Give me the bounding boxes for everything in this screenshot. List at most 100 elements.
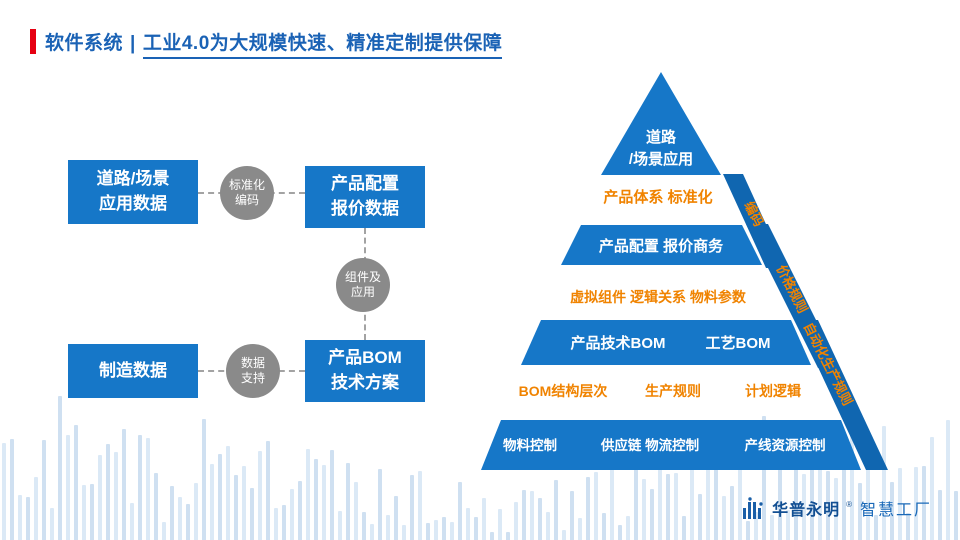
band-label-bom-structure: BOM结构层次 [519, 383, 608, 399]
decorative-bar [874, 515, 878, 540]
decorative-bar [130, 503, 134, 540]
decorative-bar [210, 464, 214, 540]
decorative-bar [914, 467, 918, 540]
decorative-bar [98, 455, 102, 540]
decorative-bar [890, 482, 894, 540]
flow-circle-line: 数据 [240, 356, 265, 370]
decorative-bar [50, 508, 54, 540]
flow-circle-line: 组件及 [344, 270, 381, 284]
decorative-bar [906, 513, 910, 540]
flow-box-line: 产品配置 [331, 174, 399, 194]
decorative-bar [850, 402, 854, 540]
flow-circle-standard-coding: 标准化 编码 [220, 166, 274, 220]
decorative-bar [690, 457, 694, 540]
flow-circle-line: 标准化 [228, 178, 265, 192]
decorative-bar [826, 471, 830, 540]
flow-box-product-bom: 产品BOM 技术方案 [305, 340, 425, 402]
decorative-bar [810, 448, 814, 540]
decorative-bar [530, 491, 534, 540]
decorative-bar [426, 523, 430, 540]
flow-box-line: 应用数据 [99, 194, 167, 213]
decorative-bar [306, 449, 310, 540]
decorative-bar [186, 504, 190, 540]
decorative-bar [706, 445, 710, 540]
decorative-bar [882, 426, 886, 540]
pyramid-diagram: 道路 /场景应用 产品体系 标准化 产品配置 报价商务 虚拟组件 逻辑关系 物料… [481, 72, 888, 470]
decorative-bar [82, 485, 86, 540]
decorative-bar [538, 498, 542, 540]
tier4-label-material-control: 物料控制 [503, 437, 557, 453]
decorative-bar [162, 522, 166, 540]
decorative-bar [834, 478, 838, 540]
title-divider: | [130, 33, 136, 54]
decorative-bar [746, 521, 750, 540]
tier3-label-tech-bom: 产品技术BOM [571, 334, 666, 352]
pyramid-tier-3 [521, 320, 811, 365]
decorative-bar [682, 516, 686, 540]
decorative-bar [586, 477, 590, 540]
decorative-bar [34, 477, 38, 540]
decorative-bar [762, 416, 766, 540]
band-label-production-rules: 生产规则 [645, 383, 701, 399]
decorative-bar [106, 444, 110, 540]
flow-box-line: 报价数据 [331, 199, 399, 218]
decorative-bar [650, 489, 654, 540]
decorative-bar [394, 496, 398, 540]
decorative-bar [170, 486, 174, 540]
decorative-bar [658, 438, 662, 540]
decorative-bar [802, 474, 806, 540]
decorative-bar [506, 532, 510, 540]
pyramid-apex [601, 72, 721, 175]
decorative-bar [666, 474, 670, 540]
logo-registered-mark: ® [846, 499, 852, 509]
decorative-bar [370, 524, 374, 540]
decorative-bar [146, 438, 150, 540]
decorative-bar [938, 490, 942, 540]
decorative-bar [642, 479, 646, 540]
decorative-bar [274, 508, 278, 540]
pyramid-fin-auto-production-rules [796, 320, 888, 470]
decorative-bar [458, 482, 462, 540]
decorative-bar [770, 515, 774, 540]
decorative-bar [410, 475, 414, 540]
decorative-bar [842, 432, 846, 540]
waveform-bars [0, 375, 960, 540]
decorative-bar [722, 496, 726, 540]
decorative-bar [818, 450, 822, 540]
decorative-bar [322, 465, 326, 540]
decorative-bar [730, 486, 734, 540]
band-label-product-system: 产品体系 标准化 [603, 188, 712, 206]
decorative-bar [562, 530, 566, 540]
decorative-bar [42, 440, 46, 540]
decorative-bar [298, 481, 302, 540]
title-section: 软件系统 [45, 33, 124, 54]
flow-box-line: 制造数据 [99, 360, 167, 380]
title-accent-bar [30, 29, 36, 54]
flow-box-road-data: 道路/场景 应用数据 [68, 160, 198, 224]
page-title: 软件系统|工业4.0为大规模快速、精准定制提供保障 [45, 28, 503, 59]
flow-circle-data-support: 数据 支持 [226, 344, 280, 398]
decorative-bar [354, 482, 358, 540]
flow-box-line: 技术方案 [331, 373, 399, 392]
decorative-bar [450, 522, 454, 540]
decorative-bar [778, 431, 782, 540]
decorative-bar [26, 497, 30, 540]
decorative-bar [594, 472, 598, 540]
decorative-bar [858, 483, 862, 540]
decorative-bar [386, 515, 390, 540]
decorative-bar [738, 454, 742, 540]
decorative-bar [178, 497, 182, 540]
decorative-bar [754, 512, 758, 540]
decorative-bar [930, 437, 934, 540]
decorative-bar [946, 420, 950, 540]
decorative-bar [202, 419, 206, 540]
flow-circle-line: 应用 [350, 285, 375, 299]
decorative-bar [626, 516, 630, 540]
flow-circle-line: 支持 [240, 371, 265, 385]
decorative-bar [434, 520, 438, 540]
decorative-bar [618, 525, 622, 540]
decorative-bar [66, 435, 70, 540]
decorative-bar [570, 491, 574, 540]
